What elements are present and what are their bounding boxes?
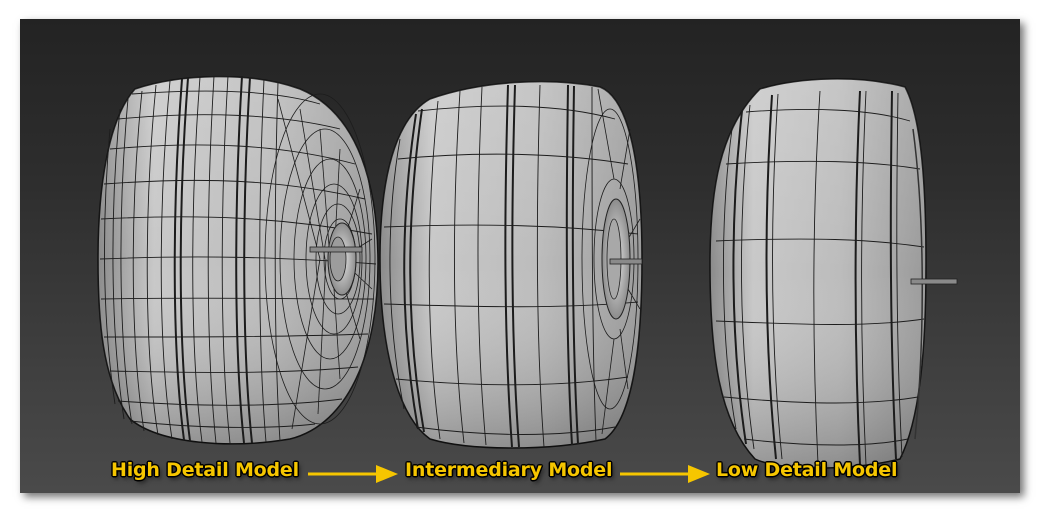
render-panel: High Detail Model Intermediary Model Low… [20,19,1020,493]
label-high-detail: High Detail Model [111,459,299,481]
right-arrow-icon [620,465,710,483]
label-low-detail: Low Detail Model [716,459,898,481]
model-labels: High Detail Model Intermediary Model Low… [20,459,1020,489]
right-arrow-icon [308,465,398,483]
low-detail-tire [709,78,958,469]
high-detail-tire [97,75,379,445]
wireframe-viewport [97,75,958,469]
intermediary-tire [379,80,643,449]
label-intermediary: Intermediary Model [405,459,613,481]
